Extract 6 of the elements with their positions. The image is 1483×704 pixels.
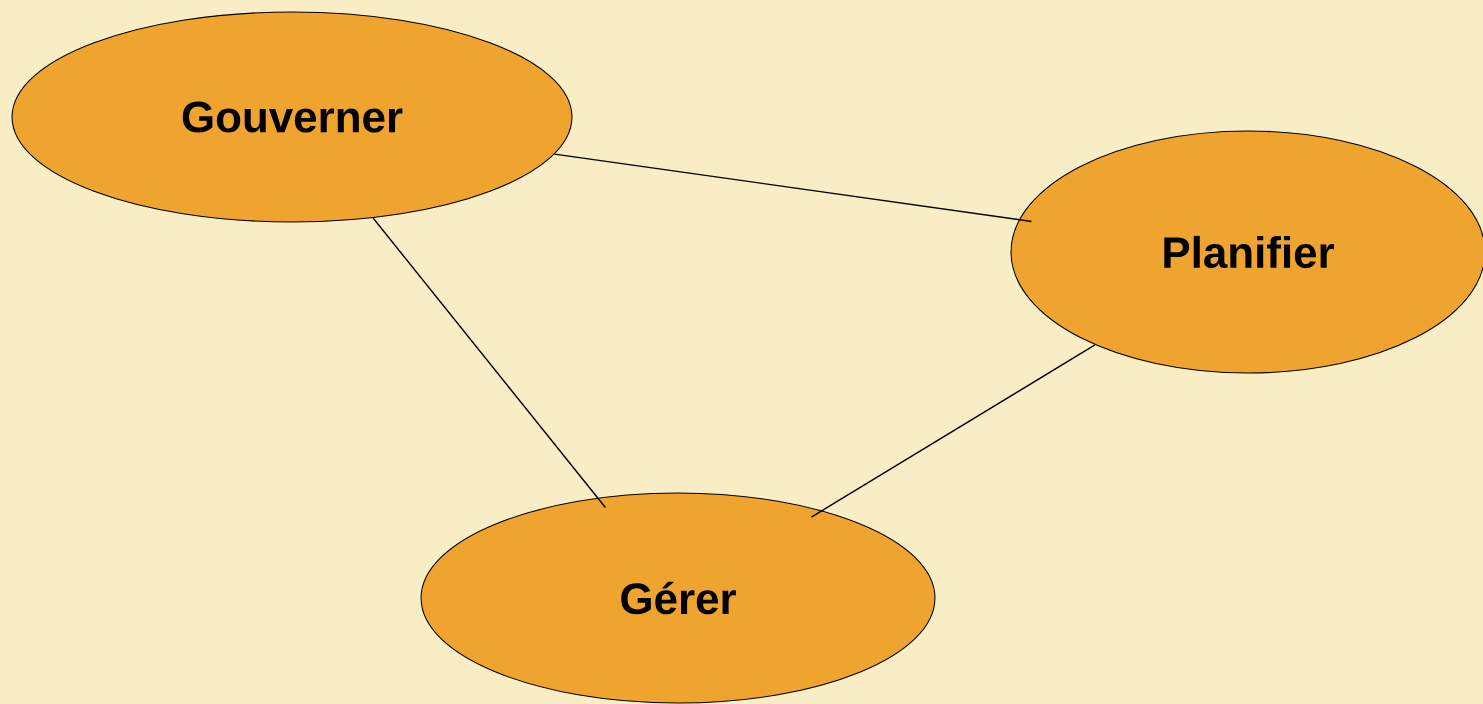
oval-node: Gérer (420, 492, 936, 704)
oval-node: Gouverner (11, 11, 573, 223)
connector-line (372, 217, 607, 509)
oval-node: Planifier (1010, 130, 1483, 374)
connector-line (810, 344, 1096, 518)
connector-line (553, 153, 1033, 223)
